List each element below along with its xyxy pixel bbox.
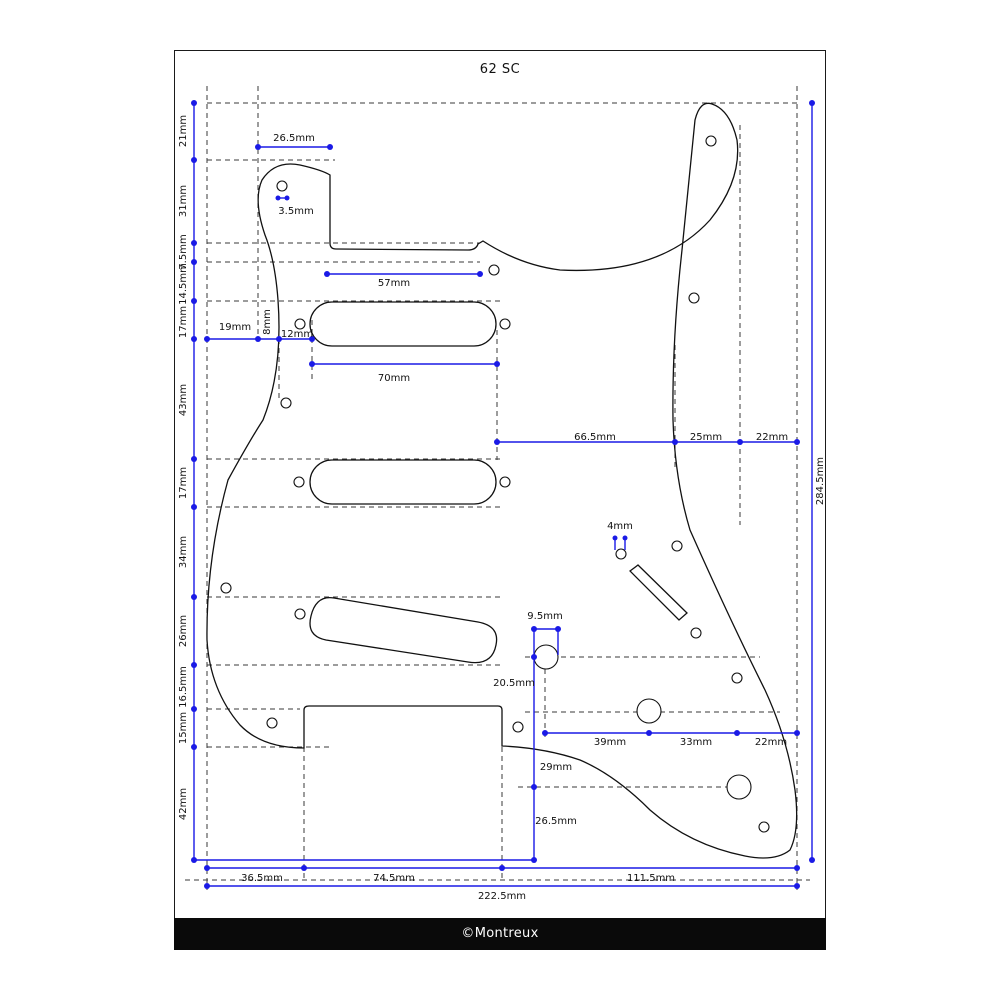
- label-v42: 42mm: [178, 788, 189, 820]
- dimension-labels: 26.5mm 3.5mm 57mm 19mm 12mm 70mm 66.5mm …: [178, 115, 826, 902]
- label-neck-pocket: 57mm: [378, 278, 410, 289]
- label-36-5: 36.5mm: [241, 873, 283, 884]
- label-22-upper: 22mm: [756, 432, 788, 443]
- screw-holes: [220, 135, 770, 833]
- label-29: 29mm: [540, 762, 572, 773]
- label-v17-b: 17mm: [178, 467, 189, 499]
- dimension-dots: [191, 100, 815, 889]
- label-total-width: 222.5mm: [478, 891, 526, 902]
- pickup-neck: [309, 301, 497, 347]
- label-19: 19mm: [219, 322, 251, 333]
- label-20-5: 20.5mm: [493, 678, 535, 689]
- label-33: 33mm: [680, 737, 712, 748]
- label-22-lower: 22mm: [755, 737, 787, 748]
- label-v31: 31mm: [178, 185, 189, 217]
- pickup-cavities: [309, 301, 498, 664]
- label-hole-dia: 3.5mm: [278, 206, 313, 217]
- drawing-sheet: [174, 50, 826, 950]
- label-v26: 26mm: [178, 615, 189, 647]
- label-111-5: 111.5mm: [627, 873, 675, 884]
- label-v16-5: 16.5mm: [178, 666, 189, 708]
- label-v21: 21mm: [178, 115, 189, 147]
- pickup-bridge: [309, 596, 498, 664]
- label-v17-a: 17mm: [178, 306, 189, 338]
- label-25: 25mm: [690, 432, 722, 443]
- label-39: 39mm: [594, 737, 626, 748]
- label-v43: 43mm: [178, 384, 189, 416]
- label-9-5: 9.5mm: [527, 611, 562, 622]
- switch-slot: [629, 564, 688, 621]
- label-74-5: 74.5mm: [373, 873, 415, 884]
- pickup-middle: [309, 459, 497, 505]
- label-v34: 34mm: [178, 536, 189, 568]
- page-title: 62 SC: [479, 62, 521, 77]
- label-top-width: 26.5mm: [273, 133, 315, 144]
- label-v7-5: 7.5mm: [178, 234, 189, 269]
- pickguard-outline: [206, 102, 798, 859]
- label-12: 12mm: [281, 329, 313, 340]
- label-total-height: 284.5mm: [815, 457, 826, 505]
- label-66-5: 66.5mm: [574, 432, 616, 443]
- label-v14-5: 14.5mm: [178, 263, 189, 305]
- label-8: 8mm: [262, 309, 273, 335]
- label-4: 4mm: [607, 521, 633, 532]
- dimension-lines: [193, 103, 813, 887]
- footer-brand: ©Montreux: [174, 918, 826, 950]
- label-pickup-length: 70mm: [378, 373, 410, 384]
- label-26-5-lower: 26.5mm: [535, 816, 577, 827]
- label-v15: 15mm: [178, 712, 189, 744]
